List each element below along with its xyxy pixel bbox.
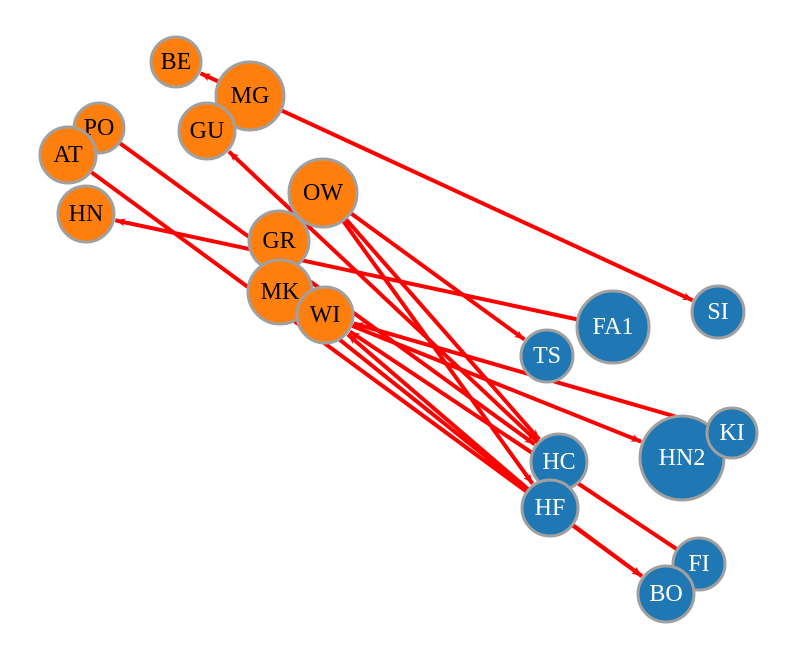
node-circle-hf[interactable] <box>520 478 580 538</box>
node-hn[interactable]: HN <box>56 184 116 244</box>
edge-mk-to-hf <box>303 310 528 491</box>
node-at[interactable]: AT <box>38 125 98 185</box>
node-circle-ki[interactable] <box>705 406 759 460</box>
edge-ow-to-hf <box>341 219 535 485</box>
node-bo[interactable]: BO <box>636 564 696 624</box>
node-circle-wi[interactable] <box>295 285 355 345</box>
node-circle-be[interactable] <box>149 35 203 89</box>
edge-hc-to-gu <box>227 150 540 445</box>
node-circle-ts[interactable] <box>519 328 575 384</box>
node-circle-gu[interactable] <box>177 101 237 161</box>
node-circle-ow[interactable] <box>287 157 359 229</box>
node-gu[interactable]: GU <box>177 101 237 161</box>
node-ki[interactable]: KI <box>705 406 759 460</box>
node-ow[interactable]: OW <box>287 157 359 229</box>
node-wi[interactable]: WI <box>295 285 355 345</box>
node-circle-mg[interactable] <box>214 60 286 132</box>
edge-mg-to-be <box>199 71 220 84</box>
node-circle-at[interactable] <box>38 125 98 185</box>
node-si[interactable]: SI <box>690 284 746 340</box>
node-hf[interactable]: HF <box>520 478 580 538</box>
node-circle-hn[interactable] <box>56 184 116 244</box>
edge-fi-to-wi <box>348 329 679 552</box>
node-circle-bo[interactable] <box>636 564 696 624</box>
node-circle-fa1[interactable] <box>575 289 651 365</box>
edge-hf-to-wi <box>346 332 531 492</box>
node-ts[interactable]: TS <box>519 328 575 384</box>
node-circle-si[interactable] <box>690 284 746 340</box>
edge-ow-to-ts <box>349 211 526 342</box>
edge-ow-to-hc <box>343 217 541 441</box>
node-be[interactable]: BE <box>149 35 203 89</box>
edge-fa1-to-hn <box>114 218 579 322</box>
node-fa1[interactable]: FA1 <box>575 289 651 365</box>
edge-mg-to-si <box>280 108 694 303</box>
